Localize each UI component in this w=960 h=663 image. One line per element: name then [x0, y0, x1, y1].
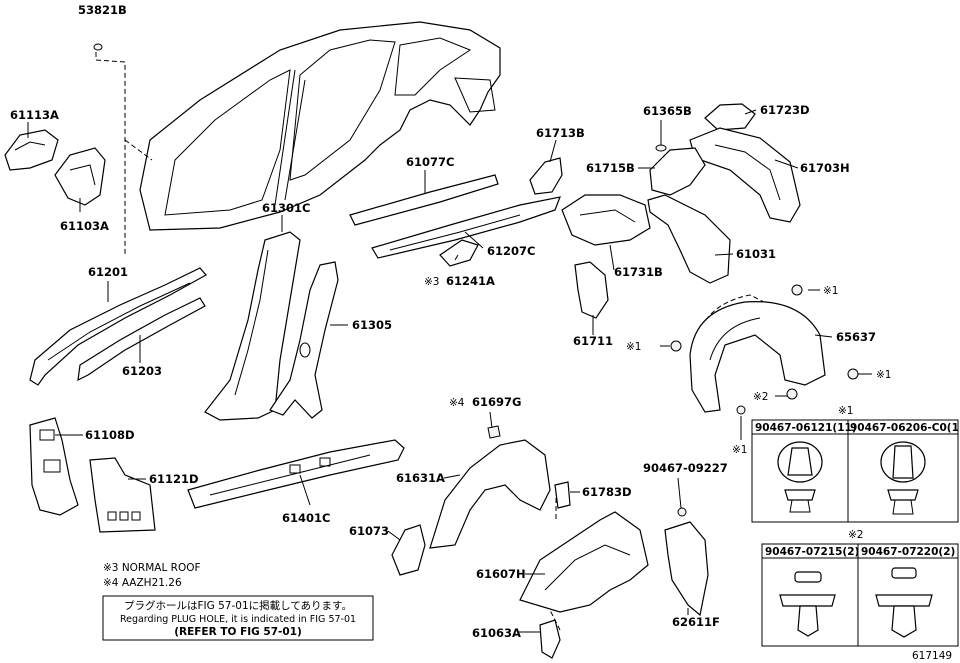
label-61607H: 61607H: [476, 567, 526, 581]
reference-box: プラグホールはFIG 57-01に掲載してあります。 Regarding PLU…: [102, 595, 374, 641]
part-61121D-shape: [89, 457, 156, 533]
mark-2-a: ※2: [753, 391, 768, 403]
clip-07215-icon: [779, 571, 836, 637]
part-61031-shape: [647, 194, 731, 284]
label-65637: 65637: [836, 330, 876, 344]
part-61713B-shape: [529, 157, 563, 195]
clip-table-1-mark: ※1: [838, 405, 853, 417]
part-61731B-shape: [561, 194, 651, 246]
clip-table-1-col2: 90467-06206-C0(11): [850, 422, 960, 434]
part-90467-09227-shape: [677, 507, 687, 517]
part-61063A-shape: [539, 619, 561, 659]
part-61203-shape: [77, 297, 206, 382]
part-61365B-shape: [655, 120, 667, 152]
mark-1-b: ※1: [626, 341, 641, 353]
label-61077C: 61077C: [406, 155, 454, 169]
part-61077C-shape: [349, 174, 499, 226]
note-4: ※4 AAZH21.26: [103, 577, 182, 589]
label-61063A: 61063A: [472, 626, 521, 640]
reference-line-2: Regarding PLUG HOLE, it is indicated in …: [120, 614, 356, 625]
clip-table-2-mark: ※2: [848, 529, 863, 541]
mark-3: ※3: [424, 276, 439, 288]
label-61697G: 61697G: [472, 395, 521, 409]
clip-table-2: ※2 90467-07215(2) 90467-07220(2): [761, 529, 959, 647]
label-61201: 61201: [88, 265, 128, 279]
label-61113A: 61113A: [10, 108, 59, 122]
part-61201-shape: [29, 267, 207, 386]
label-61305: 61305: [352, 318, 392, 332]
part-65637-shape: [670, 284, 859, 415]
label-61631A: 61631A: [396, 471, 445, 485]
label-61401C: 61401C: [282, 511, 330, 525]
label-61241A: 61241A: [446, 274, 495, 288]
label-62611F: 62611F: [672, 615, 720, 629]
figure-number: 617149: [912, 650, 952, 662]
label-61365B: 61365B: [643, 104, 692, 118]
label-61031: 61031: [736, 247, 776, 261]
clip-table-1: ※1 90467-06121(11) 90467-06206-C0(11): [751, 405, 960, 523]
part-61103A-shape: [54, 147, 106, 206]
part-61108D-shape: [29, 417, 79, 516]
label-leaders: [27, 109, 872, 633]
label-61103A: 61103A: [60, 219, 109, 233]
label-90467-09227: 90467-09227: [643, 461, 728, 475]
mark-4: ※4: [449, 397, 465, 409]
label-53821B: 53821B: [78, 3, 127, 17]
part-61241A-shape: [439, 239, 479, 267]
part-61401C-shape: [187, 439, 405, 509]
part-53821B-shape: [93, 43, 103, 51]
clip-06121-icon: [777, 441, 823, 513]
clip-06206-icon: [880, 441, 926, 515]
label-61783D: 61783D: [582, 485, 632, 499]
part-61073-shape: [391, 524, 426, 576]
label-61108D: 61108D: [85, 428, 135, 442]
part-61783D-shape: [554, 481, 571, 509]
label-61073: 61073: [349, 524, 389, 538]
mark-1-d: ※1: [732, 444, 747, 456]
part-61207C-shape: [371, 196, 561, 259]
part-61607H-shape: [519, 511, 649, 613]
reference-line-1: プラグホールはFIG 57-01に掲載してあります。: [124, 599, 352, 612]
part-61711-shape: [574, 261, 609, 319]
label-61703H: 61703H: [800, 161, 850, 175]
label-61711: 61711: [573, 334, 613, 348]
label-61715B: 61715B: [586, 161, 635, 175]
label-61713B: 61713B: [536, 126, 585, 140]
label-61203: 61203: [122, 364, 162, 378]
clip-table-1-col1: 90467-06121(11): [755, 422, 857, 434]
label-61121D: 61121D: [149, 472, 199, 486]
part-62611F-shape: [664, 521, 709, 617]
reference-line-3: (REFER TO FIG 57-01): [174, 626, 302, 638]
part-61723D-shape: [704, 103, 756, 131]
label-61731B: 61731B: [614, 265, 663, 279]
mark-1-a: ※1: [823, 285, 838, 297]
part-61697G-shape: [487, 425, 501, 439]
part-61305-shape: [269, 261, 339, 419]
clip-table-2-col1: 90467-07215(2): [765, 546, 859, 558]
part-61631A-shape: [429, 439, 551, 549]
part-61301C-shape: [204, 231, 301, 421]
label-61301C: 61301C: [262, 201, 310, 215]
body-side-outer-panel: [139, 21, 501, 231]
clip-table-2-col2: 90467-07220(2): [861, 546, 955, 558]
label-61207C: 61207C: [487, 244, 535, 258]
part-61113A-shape: [4, 129, 59, 171]
note-3: ※3 NORMAL ROOF: [103, 562, 201, 574]
clip-07220-icon: [875, 567, 933, 638]
part-61703H-shape: [689, 127, 801, 223]
part-61715B-shape: [649, 147, 706, 196]
label-61723D: 61723D: [760, 103, 810, 117]
mark-1-c: ※1: [876, 369, 891, 381]
